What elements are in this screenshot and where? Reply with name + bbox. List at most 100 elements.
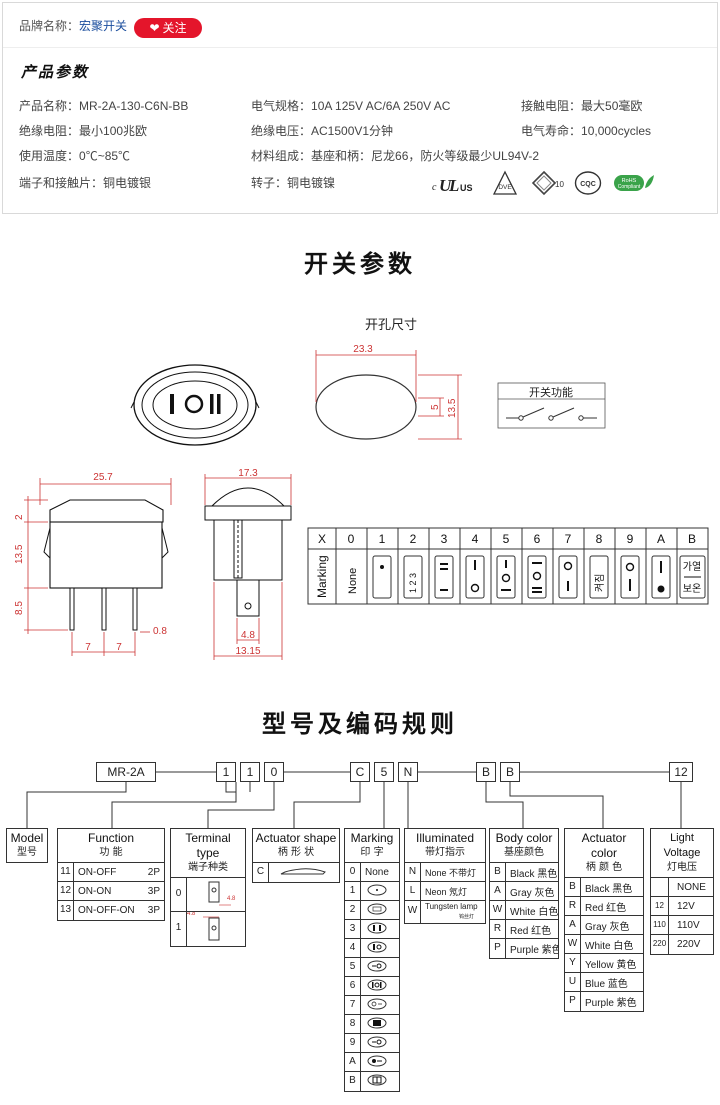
rohs-text: RoHS <box>622 178 637 184</box>
product-params-card: 品牌名称：宏聚开关 ❤关注 产品参数 产品名称：MR-2A-130-C6N-BB… <box>2 2 718 214</box>
table-row: 6 <box>345 977 399 996</box>
marking-korean-on: 켜짐 <box>594 574 606 592</box>
switch-params-title: 开关参数 <box>304 251 416 278</box>
table-row: NONE <box>651 878 713 897</box>
switch-function-diagram: 开关功能 <box>497 382 606 429</box>
svg-text:7: 7 <box>565 532 572 546</box>
svg-text:U: U <box>439 176 452 195</box>
marking-123: 1 2 3 <box>408 573 418 593</box>
cul-us-icon: c U L US <box>431 169 477 197</box>
marking-row-label: Marking <box>315 555 329 598</box>
code-model: MR-2A <box>96 762 156 782</box>
cutout-slot-height: 5 <box>430 404 441 410</box>
table-row: C <box>253 863 339 882</box>
brand-value[interactable]: 宏聚开关 <box>79 19 128 33</box>
table-row: 1 4.8 <box>171 912 245 946</box>
param-insulation-voltage: 绝缘电压：AC1500V1分钟 <box>251 124 394 138</box>
table-row: 3 <box>345 920 399 939</box>
table-row: A <box>345 1053 399 1072</box>
follow-button[interactable]: ❤关注 <box>134 18 202 38</box>
svg-text:3: 3 <box>441 532 448 546</box>
param-electrical-rating: 电气规格：10A 125V AC/6A 250V AC <box>251 99 451 113</box>
divider <box>3 47 717 48</box>
terminal-0-icon: 4.8 <box>187 878 245 911</box>
rohs-compliant-text: Compliant <box>618 184 641 190</box>
heart-icon: ❤ <box>149 21 160 35</box>
svg-text:2: 2 <box>410 532 417 546</box>
front-terminal-width: 4.8 <box>241 630 255 641</box>
front-width: 17.3 <box>238 468 258 479</box>
code-actuator-shape: C <box>350 762 370 782</box>
brand-label: 品牌名称： <box>19 19 80 33</box>
svg-text:4: 4 <box>472 532 479 546</box>
svg-text:6: 6 <box>534 532 541 546</box>
table-row: 2 <box>345 901 399 920</box>
code-actuator-color: B <box>500 762 520 782</box>
param-product-name: 产品名称：MR-2A-130-C6N-BB <box>19 99 189 113</box>
svg-text:L: L <box>448 176 459 195</box>
table-row: 4 <box>345 939 399 958</box>
svg-text:1: 1 <box>379 532 386 546</box>
cutout-width: 23.3 <box>353 344 373 355</box>
pin-pitch-1: 7 <box>85 642 91 653</box>
cutout-title: 开孔尺寸 <box>365 317 417 332</box>
table-row: 1 <box>345 882 399 901</box>
table-row: B <box>345 1072 399 1091</box>
marking-korean-warm: 보온 <box>683 583 701 595</box>
code-function-1: 1 <box>216 762 236 782</box>
svg-text:9: 9 <box>627 532 634 546</box>
param-temperature: 使用温度：0℃~85℃ <box>19 149 131 163</box>
code-body-color: B <box>476 762 496 782</box>
enec-icon: 10 <box>531 169 565 197</box>
table-row: 9 <box>345 1034 399 1053</box>
code-terminal: 0 <box>264 762 284 782</box>
table-row: 0 4.8 <box>171 878 245 912</box>
rohs-icon: RoHS Compliant <box>613 169 655 197</box>
marking-korean-heat: 가열 <box>683 561 701 573</box>
code-marking: 5 <box>374 762 394 782</box>
enec-number: 10 <box>555 180 564 189</box>
front-base-width: 13.15 <box>235 646 260 657</box>
svg-text:B: B <box>688 532 696 546</box>
param-electrical-life: 电气寿命：10,000cycles <box>521 124 652 138</box>
marking-table: X Marking 0 1 2 3 4 5 6 7 8 9 A B None 1… <box>307 527 709 605</box>
cqc-icon: CQC <box>573 169 603 197</box>
cutout-height: 13.5 <box>447 398 458 418</box>
x-header: X <box>318 532 326 546</box>
rocker-top-view <box>130 364 260 446</box>
actuator-shape-icon <box>269 864 339 881</box>
cutout-dimension: 开孔尺寸 23.3 5 13.5 <box>315 317 462 440</box>
cqc-text: CQC <box>580 181 596 188</box>
cul-us-text: US <box>460 183 473 193</box>
param-contact-resistance: 接触电阻：最大50毫欧 <box>521 99 643 113</box>
terminal-1-icon: 4.8 <box>187 912 245 946</box>
table-row: 8 <box>345 1015 399 1034</box>
side-pin-height: 8.5 <box>14 601 25 615</box>
marking-none: None <box>347 568 359 594</box>
